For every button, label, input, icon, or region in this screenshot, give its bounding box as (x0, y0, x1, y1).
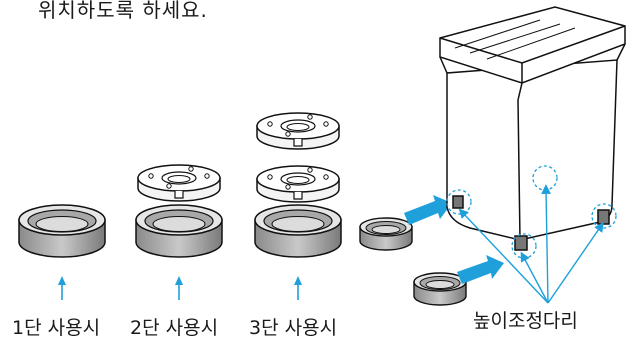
leg-pointer-lines (458, 184, 604, 304)
washing-machine (439, 6, 626, 251)
insert-arrows (404, 195, 504, 284)
cup-2-tier (135, 204, 223, 258)
spacer-plate (137, 164, 221, 202)
up-arrows (58, 276, 302, 300)
cup-1-tier (18, 204, 106, 258)
caption-1-tier: 1단 사용시 (12, 317, 101, 339)
caption-leveling-legs: 높이조정다리 (473, 310, 578, 332)
caption-3-tier: 3단 사용시 (249, 317, 338, 339)
instruction-text: 위치하도록 하세요. (38, 0, 208, 22)
spacer-plate-top (256, 112, 340, 150)
small-cup-upper (359, 217, 413, 251)
spacer-plate-mid (256, 165, 340, 203)
small-cup-lower (413, 272, 467, 306)
cup-3-tier (254, 204, 342, 258)
caption-2-tier: 2단 사용시 (130, 317, 219, 339)
